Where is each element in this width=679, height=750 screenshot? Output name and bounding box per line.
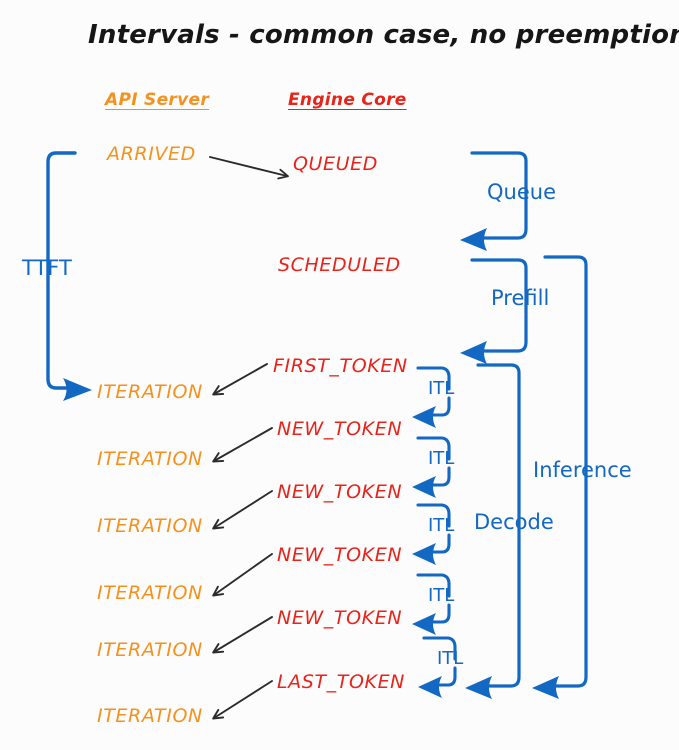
api-state-3: ITERATION	[97, 515, 203, 537]
api-state-5: ITERATION	[97, 639, 203, 661]
interval-label-1: Queue	[487, 180, 556, 204]
engine-state-6: NEW_TOKEN	[277, 607, 403, 629]
api-state-2: ITERATION	[97, 448, 203, 470]
engine-state-0: QUEUED	[293, 153, 379, 175]
api-state-1: ITERATION	[97, 381, 203, 403]
diagram-title: Intervals - common case, no preemptions	[88, 20, 679, 50]
engine-state-7: LAST_TOKEN	[277, 671, 405, 693]
interval-label-6: ITL	[428, 448, 455, 469]
interval-label-4: Decode	[474, 510, 554, 534]
engine-state-3: NEW_TOKEN	[277, 418, 403, 440]
column-header-engine-core: Engine Core	[288, 90, 407, 110]
engine-state-1: SCHEDULED	[278, 254, 401, 276]
interval-label-3: Inference	[533, 458, 632, 482]
api-state-4: ITERATION	[97, 582, 203, 604]
transition-arrows	[209, 156, 289, 720]
interval-label-0: TTFT	[22, 256, 72, 280]
engine-state-2: FIRST_TOKEN	[273, 355, 408, 377]
column-header-api-server: API Server	[105, 90, 210, 110]
api-state-6: ITERATION	[97, 705, 203, 727]
interval-label-8: ITL	[428, 585, 455, 606]
interval-label-5: ITL	[428, 378, 455, 399]
api-state-0: ARRIVED	[107, 143, 196, 165]
interval-label-9: ITL	[437, 648, 464, 669]
prefill-bracket	[460, 258, 528, 364]
engine-state-5: NEW_TOKEN	[277, 544, 403, 566]
interval-label-2: Prefill	[491, 286, 550, 310]
engine-state-4: NEW_TOKEN	[277, 481, 403, 503]
interval-label-7: ITL	[428, 515, 455, 536]
